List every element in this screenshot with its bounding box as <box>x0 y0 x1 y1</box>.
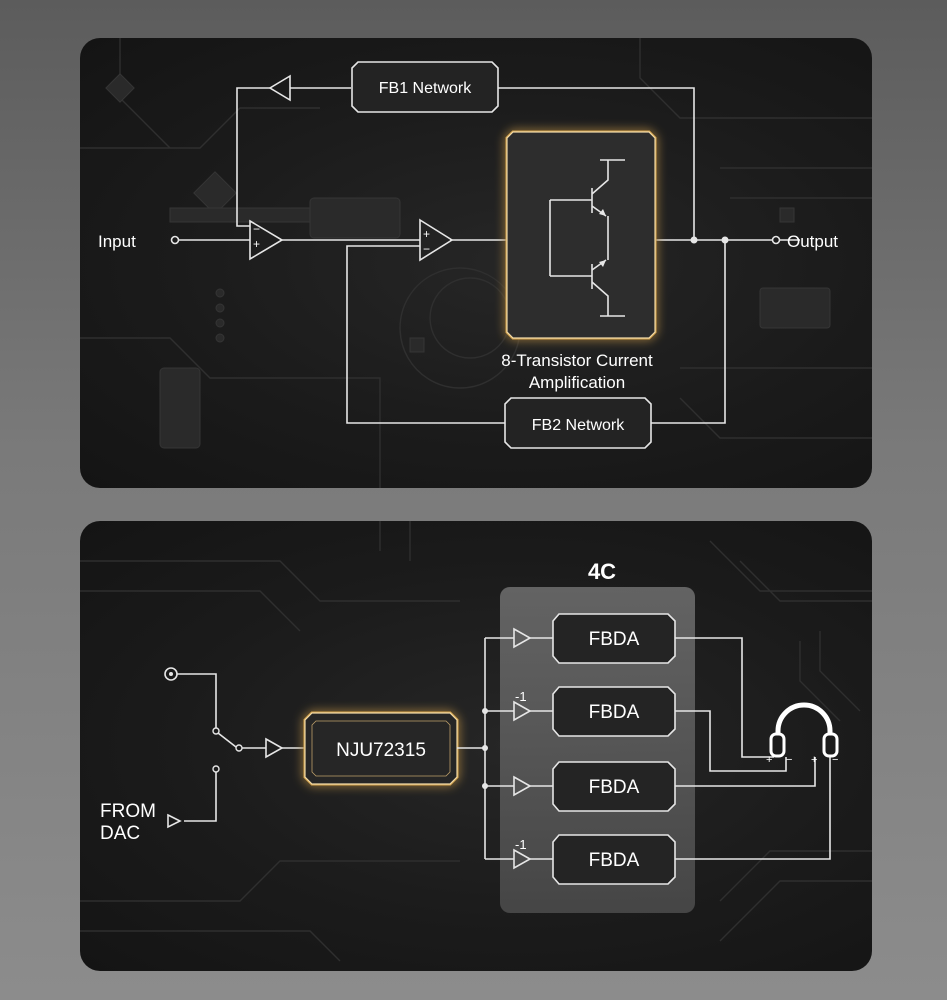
fbda-label-3: FBDA <box>589 777 640 798</box>
fb1-network-box[interactable]: FB1 Network <box>351 61 499 113</box>
output-label: Output <box>787 232 838 251</box>
opamp1-plus-sign: + <box>253 237 260 251</box>
input-buffer-icon <box>265 737 284 759</box>
fbda-label-4: FBDA <box>589 850 640 871</box>
volume-chip-box[interactable]: NJU72315 <box>303 711 459 786</box>
input-terminal[interactable] <box>170 235 180 245</box>
fb2-return-wire-right <box>651 240 726 424</box>
headphone-left-minus: − <box>786 754 792 766</box>
source-switch-wires <box>164 667 308 829</box>
fbda-label-1: FBDA <box>589 629 640 650</box>
headphones-icon <box>769 702 839 758</box>
headphone-left-plus: + <box>766 754 772 766</box>
inverter-ch2-icon <box>513 700 532 722</box>
fbda-group-4c: 4C <box>500 559 695 913</box>
input-label: Input <box>98 232 136 251</box>
headphone-right-minus: − <box>832 754 838 766</box>
feedback-topology-diagram: Input Output − + + − FB1 Network FB2 Net… <box>80 38 872 488</box>
feedback-topology-panel: Input Output − + + − FB1 Network FB2 Net… <box>80 38 872 488</box>
pcb-background-pattern <box>80 38 872 488</box>
opamp1-minus-sign: − <box>253 222 260 236</box>
transistor-stage-label-line2: Amplification <box>529 373 625 392</box>
output-terminal[interactable] <box>771 235 781 245</box>
distribution-bus-wires <box>457 627 553 870</box>
fb1-buffer-icon <box>268 74 291 102</box>
from-dac-label-line2: DAC <box>100 823 140 844</box>
fbda-box-3[interactable]: FBDA <box>552 761 676 812</box>
opamp-stage2: + − <box>419 218 454 262</box>
inverter-ch4-icon <box>513 848 532 870</box>
fbda-topology-diagram: 4C FROM DAC NJU72315 <box>80 521 872 962</box>
opamp2-minus-sign: − <box>423 242 430 256</box>
junction-dot-fb1 <box>690 236 698 244</box>
fb1-network-label: FB1 Network <box>379 80 472 97</box>
invert-label-ch2: -1 <box>515 689 527 704</box>
signal-wires <box>179 87 800 424</box>
from-dac-label-line1: FROM <box>100 801 156 822</box>
fb2-to-stage2-input-wire <box>346 245 505 424</box>
opamp2-plus-sign: + <box>423 227 430 241</box>
dac-input-arrow-icon <box>167 813 182 829</box>
source-selector-switch <box>217 732 237 748</box>
group-4c-label: 4C <box>588 559 616 584</box>
pcb-background-pattern <box>80 521 872 962</box>
fb1-to-inverting-input-wire <box>236 87 270 227</box>
fb1-return-wire-right <box>498 87 695 240</box>
headphone-right-plus: + <box>811 754 817 766</box>
fbda-label-2: FBDA <box>589 702 640 723</box>
fbda-box-1[interactable]: FBDA <box>552 613 676 664</box>
junction-dot-fb2 <box>721 236 729 244</box>
fbda-box-4[interactable]: FBDA <box>552 834 676 885</box>
opamp-stage1: − + <box>249 219 284 261</box>
fbda-topology-panel: 4C FROM DAC NJU72315 <box>80 521 872 971</box>
volume-chip-label: NJU72315 <box>336 740 426 761</box>
transistor-stage-label-line1: 8-Transistor Current <box>501 351 653 370</box>
headphone-output-wires <box>675 637 831 860</box>
buffer-ch3-icon <box>513 775 532 797</box>
transistor-symbol-icon <box>549 159 625 317</box>
transistor-stage-box[interactable] <box>505 130 657 340</box>
fb2-network-label: FB2 Network <box>532 417 625 434</box>
buffer-ch1-icon <box>513 627 532 649</box>
fb2-network-box[interactable]: FB2 Network <box>504 397 652 449</box>
fbda-box-2[interactable]: FBDA <box>552 686 676 737</box>
invert-label-ch4: -1 <box>515 837 527 852</box>
